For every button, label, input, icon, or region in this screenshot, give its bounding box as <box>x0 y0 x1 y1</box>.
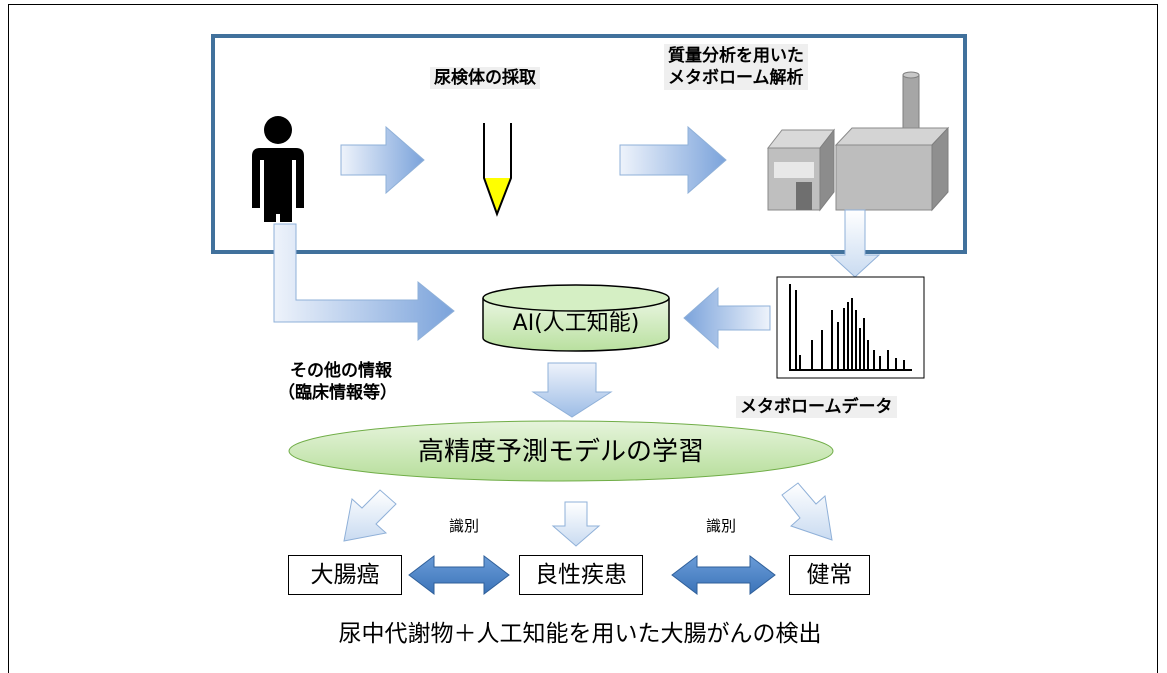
other-info-line2: （臨床情報等） <box>278 383 397 403</box>
mass-spec-label: 質量分析を用いた メタボローム解析 <box>664 44 808 90</box>
other-info-line1: その他の情報 <box>290 361 392 381</box>
discriminate-right-label: 識別 <box>706 517 737 535</box>
arrow-to-data <box>829 209 881 278</box>
other-info-label: その他の情報 （臨床情報等） <box>278 360 397 404</box>
discriminate-left-label: 識別 <box>449 517 480 535</box>
figure-frame <box>8 4 1158 673</box>
mass-spectrometer-icon <box>766 71 950 212</box>
arrow-to-sample <box>340 125 425 195</box>
mass-spec-label-line2: メタボローム解析 <box>668 68 804 88</box>
figure-caption: 尿中代謝物＋人工知能を用いた大腸がんの検出 <box>338 621 822 647</box>
arrow-to-healthy <box>781 482 833 541</box>
model-ellipse <box>288 420 834 482</box>
metabolome-data-label: メタボロームデータ <box>736 396 897 418</box>
double-arrow-left <box>408 554 510 596</box>
person-icon <box>252 116 304 222</box>
urine-sampling-label: 尿検体の採取 <box>430 67 540 89</box>
spectrum-chart-icon <box>776 276 925 379</box>
arrow-to-analysis <box>619 125 727 195</box>
outcome-benign: 良性疾患 <box>519 555 643 595</box>
arrow-data-to-ai <box>683 286 771 350</box>
arrow-to-benign <box>551 501 601 547</box>
arrow-other-info <box>273 223 455 342</box>
ai-label: AI(人工知能) <box>512 311 640 336</box>
outcome-healthy: 健常 <box>789 555 870 595</box>
mass-spec-label-line1: 質量分析を用いた <box>668 46 804 66</box>
ai-cylinder <box>482 284 670 352</box>
arrow-ai-to-model <box>531 362 613 418</box>
model-label: 高精度予測モデルの学習 <box>417 437 704 467</box>
arrow-to-cancer <box>343 489 397 542</box>
double-arrow-right <box>671 554 776 596</box>
outcome-cancer: 大腸癌 <box>288 555 402 595</box>
lab-process-box <box>211 34 967 254</box>
sample-tube-icon <box>483 123 512 217</box>
